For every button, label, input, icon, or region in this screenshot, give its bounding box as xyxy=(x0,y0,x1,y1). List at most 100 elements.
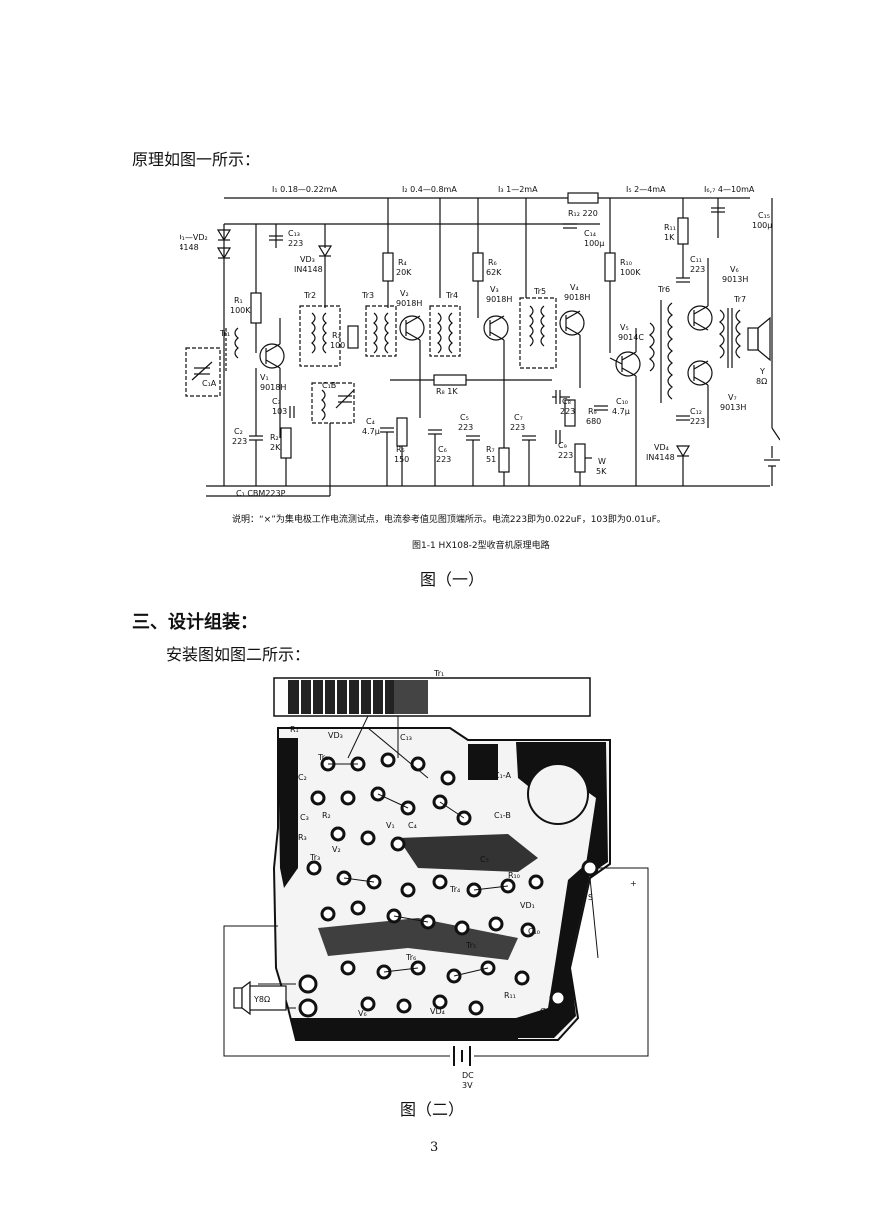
svg-text:C₁₄: C₁₄ xyxy=(584,229,596,238)
svg-text:I₂ 0.4—0.8mA: I₂ 0.4—0.8mA xyxy=(402,185,457,194)
svg-text:I₅ 2—4mA: I₅ 2—4mA xyxy=(626,185,666,194)
svg-text:R₁₁: R₁₁ xyxy=(504,991,516,1000)
svg-text:Tr₆: Tr₆ xyxy=(405,953,416,962)
svg-text:R₁: R₁ xyxy=(290,725,299,734)
svg-text:VD₃: VD₃ xyxy=(300,255,315,264)
svg-text:9013H: 9013H xyxy=(722,275,748,284)
svg-text:223: 223 xyxy=(510,423,525,432)
svg-text:VD₁: VD₁ xyxy=(520,901,535,910)
svg-text:IN4148: IN4148 xyxy=(646,453,675,462)
svg-text:Y: Y xyxy=(759,367,765,376)
pcb-layout-diagram: Tr₁ R₁ VD₃ C₁₃ Tr₂ C₁-A C₁-B C₂ C₃ R₂ R₃… xyxy=(223,669,649,1090)
svg-text:V₂: V₂ xyxy=(400,289,409,298)
svg-text:I₆,₇ 4—10mA: I₆,₇ 4—10mA xyxy=(704,185,755,194)
svg-text:C₆: C₆ xyxy=(438,445,447,454)
svg-text:1K: 1K xyxy=(664,233,675,242)
svg-text:C₂: C₂ xyxy=(298,773,307,782)
figure1-caption: 图（一） xyxy=(420,570,485,589)
svg-text:150: 150 xyxy=(394,455,409,464)
svg-text:Y8Ω: Y8Ω xyxy=(253,995,270,1004)
svg-text:223: 223 xyxy=(558,451,573,460)
schematic-diagram: I₁ 0.18—0.22mA I₂ 0.4—0.8mA I₃ 1—2mA I₅ … xyxy=(180,185,780,551)
svg-text:I₃ 1—2mA: I₃ 1—2mA xyxy=(498,185,538,194)
svg-text:R₃: R₃ xyxy=(298,833,307,842)
svg-text:V₇: V₇ xyxy=(728,393,737,402)
svg-text:R₁₀: R₁₀ xyxy=(620,258,632,267)
svg-text:8Ω: 8Ω xyxy=(756,377,767,386)
svg-text:R₁: R₁ xyxy=(234,296,243,305)
svg-text:C₁-B: C₁-B xyxy=(494,811,511,820)
svg-text:223: 223 xyxy=(560,407,575,416)
svg-text:9018H: 9018H xyxy=(564,293,590,302)
svg-text:V₄: V₄ xyxy=(570,283,579,292)
schematic-note: 说明：“×”为集电极工作电流测试点，电流参考值见图顶端所示。电流223即为0.0… xyxy=(232,513,666,525)
svg-text:C₁₀: C₁₀ xyxy=(528,927,540,936)
svg-text:V₃: V₃ xyxy=(490,285,499,294)
svg-text:VD₁—VD₂: VD₁—VD₂ xyxy=(180,233,208,242)
svg-text:100μ: 100μ xyxy=(752,221,772,230)
svg-text:V₁: V₁ xyxy=(386,821,395,830)
svg-text:223: 223 xyxy=(232,437,247,446)
svg-text:C₁₃: C₁₃ xyxy=(400,733,412,742)
svg-text:100K: 100K xyxy=(620,268,641,277)
svg-text:223: 223 xyxy=(690,417,705,426)
pcb-labels: Tr₁ R₁ VD₃ C₁₃ Tr₂ C₁-A C₁-B C₂ C₃ R₂ R₃… xyxy=(253,669,637,1090)
svg-text:R₆: R₆ xyxy=(488,258,497,267)
svg-text:C₁₀: C₁₀ xyxy=(616,397,628,406)
svg-text:Tr₁: Tr₁ xyxy=(433,669,444,678)
svg-text:223: 223 xyxy=(458,423,473,432)
svg-text:Tr₁: Tr₁ xyxy=(219,329,230,338)
svg-text:C₇: C₇ xyxy=(514,413,523,422)
svg-text:V₆: V₆ xyxy=(730,265,739,274)
svg-text:100μ: 100μ xyxy=(584,239,604,248)
section-title: 三、设计组装： xyxy=(132,612,258,633)
svg-text:C₁₅: C₁₅ xyxy=(758,211,770,220)
svg-text:R₃: R₃ xyxy=(332,331,341,340)
svg-text:9018H: 9018H xyxy=(396,299,422,308)
svg-text:Tr6: Tr6 xyxy=(657,285,670,294)
svg-text:S: S xyxy=(588,893,593,902)
svg-text:C₄: C₄ xyxy=(408,821,417,830)
install-text: 安装图如图二所示： xyxy=(166,645,311,664)
svg-text:C₁A: C₁A xyxy=(202,379,217,388)
svg-text:C₅: C₅ xyxy=(480,855,489,864)
svg-text:IN4148: IN4148 xyxy=(180,243,199,252)
svg-text:C₉: C₉ xyxy=(558,441,567,450)
svg-text:V₅: V₅ xyxy=(558,975,567,984)
svg-text:R₂: R₂ xyxy=(270,433,279,442)
svg-text:4.7μ: 4.7μ xyxy=(362,427,380,436)
svg-text:VD₃: VD₃ xyxy=(328,731,343,740)
svg-text:C₁-A: C₁-A xyxy=(494,771,512,780)
svg-text:9018H: 9018H xyxy=(486,295,512,304)
svg-text:Tr₃: Tr₃ xyxy=(309,853,320,862)
svg-text:51: 51 xyxy=(486,455,496,464)
svg-text:223: 223 xyxy=(690,265,705,274)
svg-text:IN4148: IN4148 xyxy=(294,265,323,274)
svg-text:W: W xyxy=(566,913,574,922)
svg-text:223: 223 xyxy=(436,455,451,464)
svg-text:C₁ CBM223P: C₁ CBM223P xyxy=(236,489,286,498)
svg-text:4.7μ: 4.7μ xyxy=(612,407,630,416)
svg-text:C₁₃: C₁₃ xyxy=(288,229,300,238)
svg-text:I₁ 0.18—0.22mA: I₁ 0.18—0.22mA xyxy=(272,185,338,194)
svg-text:C₃: C₃ xyxy=(300,813,309,822)
svg-text:100K: 100K xyxy=(230,306,251,315)
svg-text:R₉: R₉ xyxy=(588,407,597,416)
svg-text:R₄: R₄ xyxy=(398,258,407,267)
figure2-caption: 图（二） xyxy=(400,1100,465,1119)
svg-text:R₁₀: R₁₀ xyxy=(508,871,520,880)
svg-text:Tr₅: Tr₅ xyxy=(465,941,476,950)
svg-text:680: 680 xyxy=(586,417,601,426)
svg-text:9013H: 9013H xyxy=(720,403,746,412)
svg-text:103: 103 xyxy=(272,407,287,416)
svg-text:Tr₂: Tr₂ xyxy=(317,753,328,762)
svg-text:C₈: C₈ xyxy=(562,397,571,406)
svg-text:Tr₄: Tr₄ xyxy=(449,885,460,894)
svg-text:R₇: R₇ xyxy=(486,445,495,454)
svg-text:W: W xyxy=(598,457,606,466)
svg-text:V₁: V₁ xyxy=(260,373,269,382)
svg-text:62K: 62K xyxy=(486,268,502,277)
svg-text:Tr2: Tr2 xyxy=(303,291,316,300)
svg-text:Tr4: Tr4 xyxy=(445,291,458,300)
svg-text:R₁₂ 220: R₁₂ 220 xyxy=(568,209,598,218)
